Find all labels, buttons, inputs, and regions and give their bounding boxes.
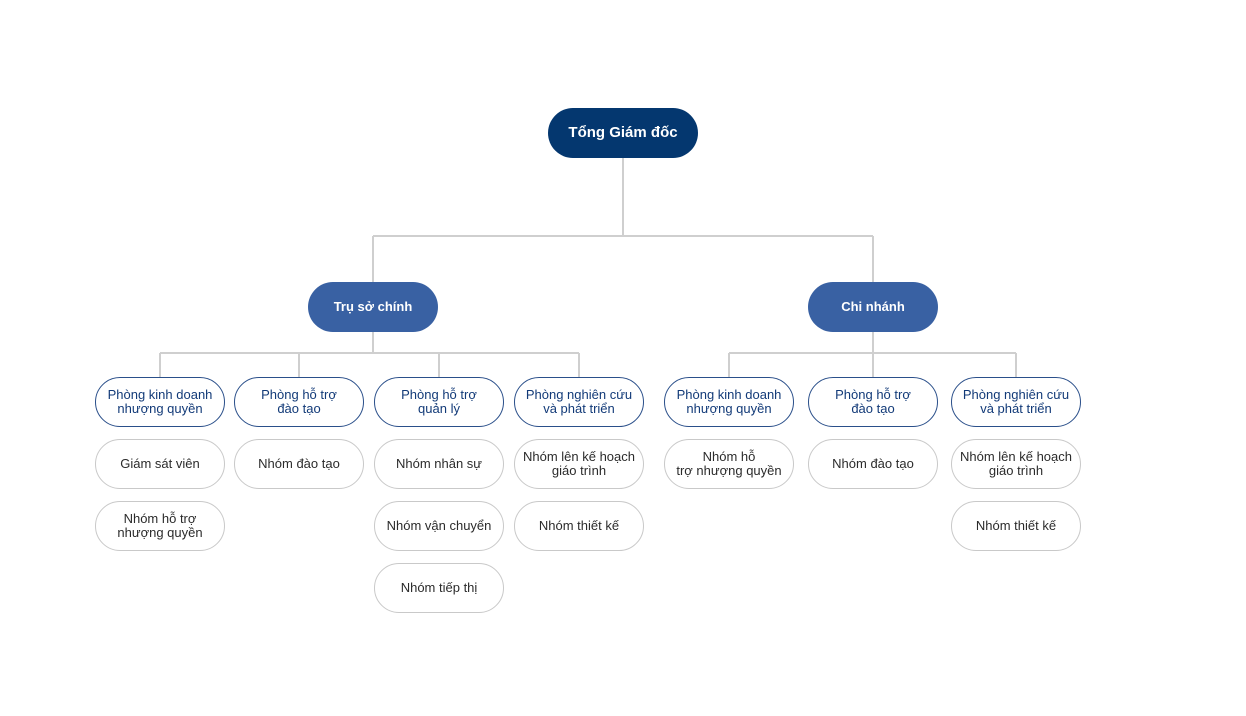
department-node-2-1: Phòng kinh doanh nhượng quyền xyxy=(664,377,794,427)
team-node-2-3-1: Nhóm lên kế hoạch giáo trình xyxy=(951,439,1081,489)
team-node-2-3-2: Nhóm thiết kế xyxy=(951,501,1081,551)
branch-node-2: Chi nhánh xyxy=(808,282,938,332)
team-node-1-3-2: Nhóm vận chuyển xyxy=(374,501,504,551)
team-node-2-1-1: Nhóm hỗ trợ nhượng quyền xyxy=(664,439,794,489)
department-node-2-2: Phòng hỗ trợ đào tạo xyxy=(808,377,938,427)
team-node-1-4-1: Nhóm lên kế hoạch giáo trình xyxy=(514,439,644,489)
branch-node-1: Trụ sở chính xyxy=(308,282,438,332)
team-node-1-3-1: Nhóm nhân sự xyxy=(374,439,504,489)
department-node-1-3: Phòng hỗ trợ quản lý xyxy=(374,377,504,427)
root-node-ceo: Tổng Giám đốc xyxy=(548,108,698,158)
team-node-1-1-1: Giám sát viên xyxy=(95,439,225,489)
department-node-1-1: Phòng kinh doanh nhượng quyền xyxy=(95,377,225,427)
team-node-1-4-2: Nhóm thiết kế xyxy=(514,501,644,551)
team-node-1-2-1: Nhóm đào tạo xyxy=(234,439,364,489)
team-node-2-2-1: Nhóm đào tạo xyxy=(808,439,938,489)
department-node-1-4: Phòng nghiên cứu và phát triển xyxy=(514,377,644,427)
department-node-1-2: Phòng hỗ trợ đào tạo xyxy=(234,377,364,427)
team-node-1-3-3: Nhóm tiếp thị xyxy=(374,563,504,613)
department-node-2-3: Phòng nghiên cứu và phát triển xyxy=(951,377,1081,427)
team-node-1-1-2: Nhóm hỗ trợ nhượng quyền xyxy=(95,501,225,551)
